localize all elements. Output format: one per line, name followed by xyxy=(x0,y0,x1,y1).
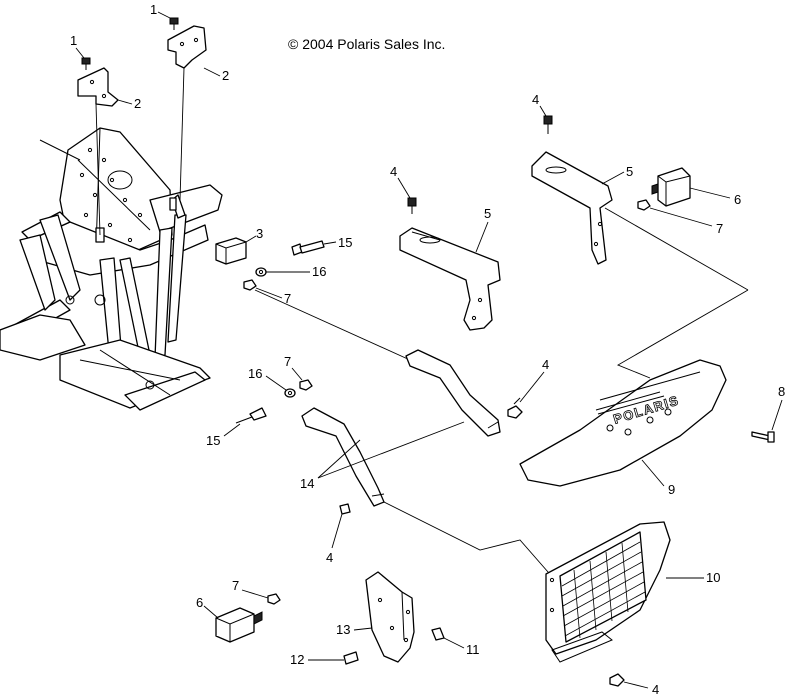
callout-8: 8 xyxy=(778,384,785,399)
clip-11 xyxy=(431,627,445,641)
callout-13: 13 xyxy=(336,622,350,637)
callout-5-middle: 5 xyxy=(484,206,491,221)
callout-3: 3 xyxy=(256,226,263,241)
assembly-lines xyxy=(95,67,749,581)
bolt-4-right xyxy=(543,115,553,134)
bracket-2-left xyxy=(77,67,119,107)
callout-4-lower-left: 4 xyxy=(326,550,333,565)
screw-12 xyxy=(343,651,359,665)
callout-14: 14 xyxy=(300,476,314,491)
bolt-15-upper xyxy=(291,240,325,256)
screw-1-right xyxy=(169,17,179,30)
bolt-4-middle xyxy=(407,197,417,214)
foam-block-3 xyxy=(215,237,247,265)
nut-7-right xyxy=(637,199,651,211)
washer-16-upper xyxy=(255,267,267,277)
light-6-lower xyxy=(215,607,263,643)
callout-4-tube: 4 xyxy=(542,357,549,372)
callout-12: 12 xyxy=(290,652,304,667)
washer-16-lower xyxy=(284,388,296,398)
nut-7-lower xyxy=(299,379,313,391)
callout-4-middle: 4 xyxy=(390,164,397,179)
nut-7-lower-left xyxy=(267,593,281,605)
bracket-2-right xyxy=(167,25,207,69)
grille-screen-10 xyxy=(545,521,671,663)
brace-tube-14-lower xyxy=(301,407,385,507)
callout-6-upper: 6 xyxy=(734,192,741,207)
callout-10: 10 xyxy=(706,570,720,585)
callout-16-upper: 16 xyxy=(312,264,326,279)
bracket-5-middle xyxy=(399,227,501,331)
screw-8 xyxy=(751,431,775,443)
callout-7-lower: 7 xyxy=(284,354,291,369)
callout-2-left: 2 xyxy=(134,96,141,111)
callout-4-bottom: 4 xyxy=(652,682,659,696)
callout-7-right: 7 xyxy=(716,221,723,236)
copyright-notice: © 2004 Polaris Sales Inc. xyxy=(288,36,446,52)
callout-7-lower-left: 7 xyxy=(232,578,239,593)
callout-2-right: 2 xyxy=(222,68,229,83)
callout-1-right: 1 xyxy=(150,2,157,17)
callout-5-right: 5 xyxy=(626,164,633,179)
callout-labels: 1 1 2 2 3 15 16 7 4 5 4 5 6 xyxy=(70,2,785,696)
bolt-4-lower-left xyxy=(339,503,351,515)
bracket-13 xyxy=(365,571,415,663)
callout-15-lower: 15 xyxy=(206,433,220,448)
bumper-9: POLARIS xyxy=(519,359,727,487)
callout-4-right: 4 xyxy=(532,92,539,107)
callout-9: 9 xyxy=(668,482,675,497)
bracket-5-right xyxy=(531,151,613,265)
callout-1-left: 1 xyxy=(70,33,77,48)
nut-7-upper xyxy=(243,279,257,291)
bolt-4-bottom xyxy=(609,673,625,687)
bolt-4-tube xyxy=(507,397,523,419)
brace-tube-14-upper xyxy=(405,349,501,437)
callout-16-lower: 16 xyxy=(248,366,262,381)
callout-15-upper: 15 xyxy=(338,235,352,250)
callout-7-upper: 7 xyxy=(284,291,291,306)
bolt-15-lower xyxy=(235,407,267,424)
frame-assembly xyxy=(0,127,223,411)
callout-11: 11 xyxy=(466,642,480,657)
screw-1-left xyxy=(81,57,91,70)
light-6-upper xyxy=(651,167,691,207)
callout-6-lower: 6 xyxy=(196,595,203,610)
